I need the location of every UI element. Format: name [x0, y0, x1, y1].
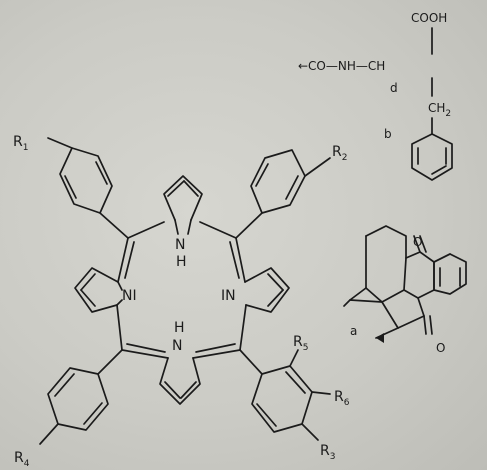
quinone-a — [343, 225, 467, 343]
substituent-r2: R2 — [332, 144, 347, 163]
substituent-r6: R6 — [334, 389, 350, 408]
pyrrole-left-n: NI — [122, 288, 137, 304]
substituent-r3: R3 — [320, 443, 335, 462]
phenyl-top-left — [47, 137, 129, 239]
phenyl-top-right — [235, 149, 331, 239]
phenyl-bottom-left — [39, 349, 123, 445]
pyrrole-bottom — [159, 357, 201, 405]
substituent-r5: R5 — [293, 334, 308, 353]
quinone-oxygen-top: O — [413, 235, 422, 249]
substituent-r1: R1 — [13, 134, 28, 153]
pyrrole-top-h: H — [176, 254, 187, 270]
pyrrole-right-n: IN — [221, 288, 236, 304]
peptide-chain-label: ←CO—NH—CH — [298, 59, 385, 73]
label-d: d — [390, 81, 398, 95]
substituent-r4: R4 — [14, 450, 30, 469]
amino-acid-b: COOH ←CO—NH—CH CH2 b d — [298, 11, 453, 181]
label-b: b — [384, 127, 392, 141]
porphyrin-molecule: N H H N NI IN — [13, 134, 350, 469]
pyrrole-left — [74, 267, 123, 313]
pyrrole-bottom-h: H — [174, 320, 185, 336]
pyrrole-top-n: N — [175, 237, 185, 253]
meso-bridges — [116, 221, 247, 359]
phenyl-bottom-right — [239, 349, 331, 441]
pyrrole-top — [163, 175, 203, 235]
label-a: a — [350, 324, 357, 338]
pyrrole-right — [244, 267, 290, 313]
cooh-label: COOH — [411, 11, 447, 25]
quinone-oxygen-bottom: O — [436, 341, 445, 355]
ch2-label: CH2 — [428, 101, 451, 119]
pyrrole-bottom-n: N — [172, 338, 182, 354]
